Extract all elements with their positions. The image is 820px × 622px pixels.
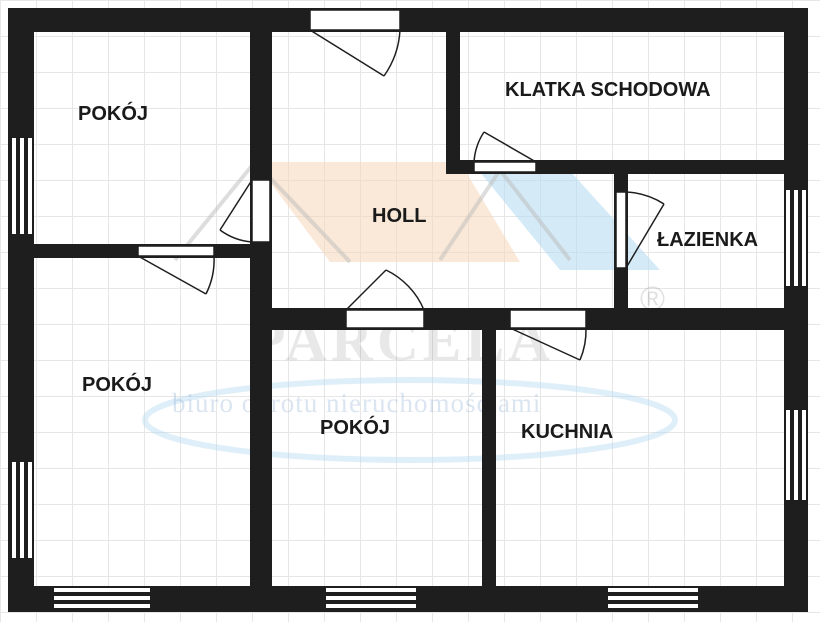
door-klatka	[473, 131, 537, 173]
doors	[137, 9, 665, 361]
window-kuchnia	[786, 410, 806, 500]
wall-top	[8, 8, 808, 32]
window-bottom-right	[608, 588, 698, 608]
door-entrance	[309, 9, 401, 77]
window-top-left-room	[12, 138, 32, 234]
door-lazienka	[615, 191, 665, 269]
watermark-subtitle: biuro obrotu nieruchomościami	[172, 388, 542, 418]
wall-klatka-left	[446, 8, 460, 174]
door-pokoj-bottom	[137, 245, 215, 295]
room-label-pokoj-middle: POKÓJ	[320, 417, 391, 439]
window-lazienka	[786, 190, 806, 286]
wall-kuchnia-left	[482, 308, 496, 612]
windows	[12, 138, 806, 608]
room-label-klatka-schodowa: KLATKA SCHODOWA	[505, 79, 711, 101]
door-kuchnia	[509, 309, 587, 361]
room-label-lazienka: ŁAZIENKA	[657, 229, 759, 251]
room-label-pokoj-top-left: POKÓJ	[78, 103, 149, 125]
door-pokoj-middle	[345, 269, 425, 329]
window-bottom-left-room	[12, 462, 32, 558]
window-bottom-middle	[326, 588, 416, 608]
window-bottom-left	[54, 588, 150, 608]
room-label-pokoj-bottom-left: POKÓJ	[82, 374, 153, 396]
door-pokoj-top	[219, 179, 271, 243]
room-label-kuchnia: KUCHNIA	[521, 421, 614, 443]
room-label-holl: HOLL	[372, 205, 427, 227]
